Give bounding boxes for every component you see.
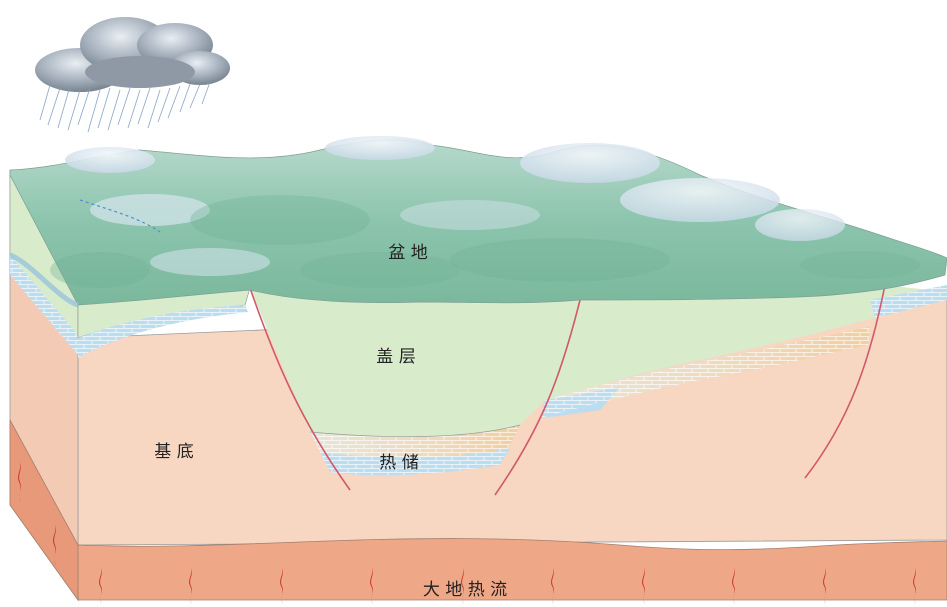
faults (249, 284, 886, 496)
fault-middle (494, 299, 581, 496)
heat-flame-icon (99, 568, 102, 604)
river (79, 199, 161, 233)
heat-flow-label: 大 地 热 流 (423, 580, 507, 600)
rain-icon (39, 81, 211, 133)
snow-hill (150, 248, 270, 276)
caprock-label: 盖 层 (376, 347, 415, 367)
deep-layer-side (9, 419, 79, 602)
caprock-layer (78, 285, 947, 437)
reservoir-layers (78, 285, 947, 476)
reservoir-label: 热 储 (379, 453, 418, 473)
snow-hill (620, 178, 780, 222)
heat-flame-icon (551, 568, 554, 604)
cloud-icon (35, 17, 230, 92)
labels: 盆 地 盖 层 基 底 热 储 大 地 热 流 (154, 243, 507, 600)
heat-flame-icon (913, 568, 916, 604)
heat-flame-icon (189, 568, 192, 604)
fault-right (804, 284, 886, 479)
heat-flame-icon (461, 568, 464, 604)
heat-flame-icon (18, 462, 21, 502)
snow-hill (755, 209, 845, 241)
snow-hill (400, 200, 540, 230)
basin-label: 盆 地 (388, 243, 427, 263)
fault-left (249, 287, 351, 491)
heat-flame-icon (823, 568, 826, 604)
heat-flame-icon (53, 525, 56, 565)
heat-flame-icon (642, 568, 645, 604)
heat-flame-icon (280, 568, 283, 604)
snow-hill (325, 136, 435, 160)
heat-flame-icon (732, 568, 735, 604)
basement-label: 基 底 (154, 442, 193, 462)
deep-layer-front (77, 538, 947, 601)
snow-hill (90, 194, 210, 226)
snow-hill (65, 147, 155, 173)
heat-flame-icon (370, 568, 373, 604)
snow-hill (520, 143, 660, 183)
terrain-surface (9, 136, 947, 306)
heat-flames (18, 462, 916, 604)
